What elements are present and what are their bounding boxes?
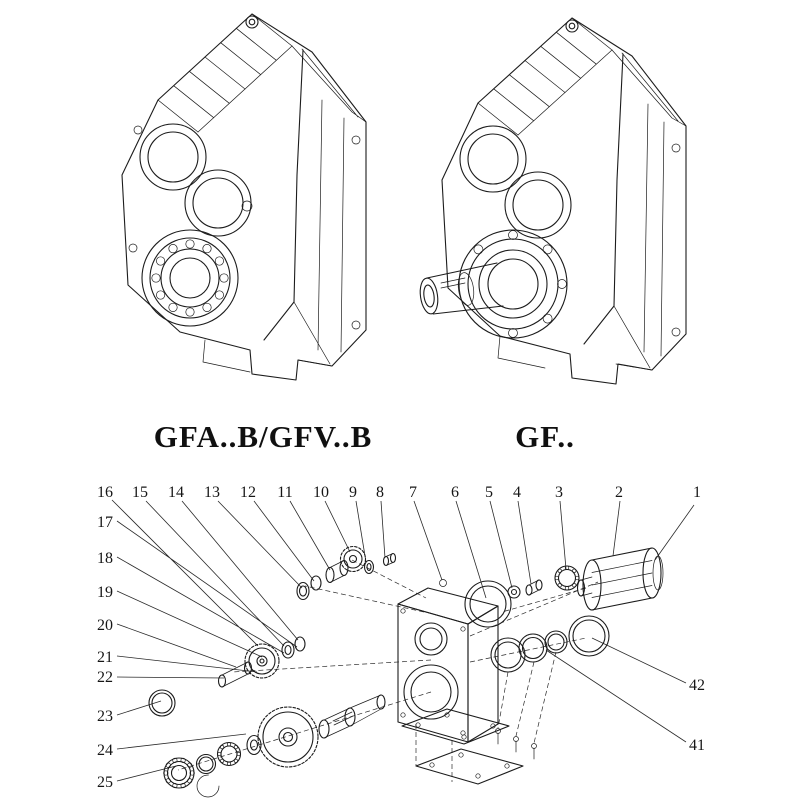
output-bearing: [141, 229, 239, 327]
part-number: 23: [97, 708, 113, 725]
intermediate-gear-cluster: [148, 636, 306, 717]
output-gear-cluster: [163, 694, 386, 798]
gearbox-drawing-left: [121, 13, 367, 381]
top-plug: [245, 15, 259, 29]
part-number: 5: [485, 484, 493, 501]
part-number: 13: [204, 484, 220, 501]
input-bores: [459, 125, 572, 239]
ball-bearing-large: [163, 757, 195, 789]
part-number: 21: [97, 649, 113, 666]
part-numbers-right: 42 41: [689, 677, 705, 754]
motor-unit: [576, 547, 664, 611]
part-number: 14: [168, 484, 184, 501]
snap-ring: [196, 774, 220, 798]
part-number: 24: [97, 742, 113, 759]
output-shaft-part: [318, 694, 386, 739]
output-shaft: [419, 262, 504, 315]
part-number: 20: [97, 617, 113, 634]
part-number: 10: [313, 484, 329, 501]
part-number: 25: [97, 774, 113, 791]
part-numbers-left: 17 18 19 20 21 22 23 24 25: [97, 514, 113, 791]
model-label-right: GF..: [515, 419, 575, 454]
ball-bearing-small: [216, 741, 242, 767]
gearbox-drawing-right: [419, 17, 687, 385]
assembly-axes: [177, 559, 599, 782]
leader-lines: [111, 499, 695, 782]
seal-ring-set: [490, 615, 610, 673]
retaining-ring: [148, 689, 176, 717]
exploded-view: 16 15 14 13 12 11 10 9 8 7 6 5 4 3 2 1 1…: [97, 484, 705, 798]
part-number: 41: [689, 737, 705, 754]
part-number: 8: [376, 484, 384, 501]
top-plug: [565, 19, 579, 33]
part-number: 17: [97, 514, 113, 531]
part-number: 2: [615, 484, 623, 501]
part-number: 15: [132, 484, 148, 501]
part-number: 6: [451, 484, 459, 501]
model-label-left: GFA..B/GFV..B: [154, 419, 373, 454]
input-bearing: [554, 565, 580, 591]
vent-plug: [439, 579, 447, 587]
part-number: 22: [97, 669, 113, 686]
gasket: [464, 580, 512, 628]
part-number: 7: [409, 484, 417, 501]
part-numbers-top: 16 15 14 13 12 11 10 9 8 7 6 5 4 3 2 1: [97, 484, 701, 501]
part-number: 11: [277, 484, 292, 501]
part-number: 16: [97, 484, 113, 501]
cover-plates: [401, 708, 537, 785]
part-number: 18: [97, 550, 113, 567]
part-number: 1: [693, 484, 701, 501]
part-number: 9: [349, 484, 357, 501]
part-number: 3: [555, 484, 563, 501]
motor-input-cluster: [439, 547, 664, 628]
input-shaft-cluster: [296, 545, 397, 601]
part-number: 12: [240, 484, 256, 501]
part-number: 42: [689, 677, 705, 694]
part-number: 4: [513, 484, 521, 501]
part-number: 19: [97, 584, 113, 601]
